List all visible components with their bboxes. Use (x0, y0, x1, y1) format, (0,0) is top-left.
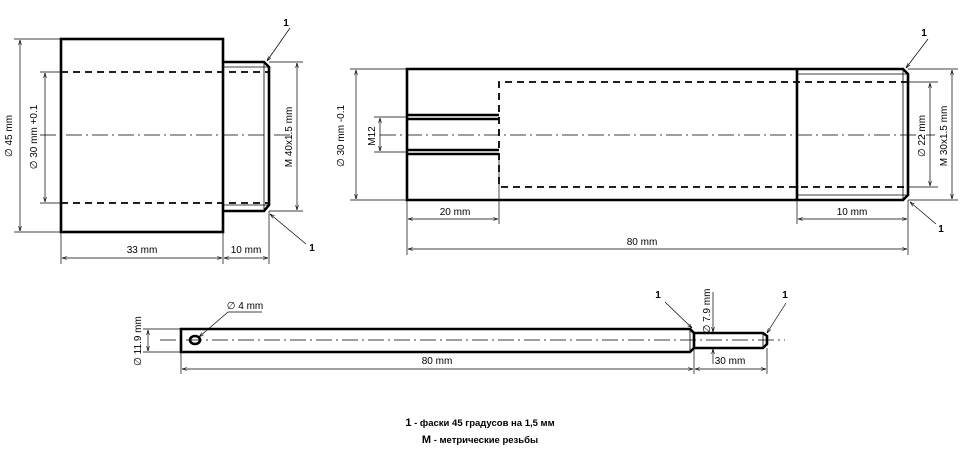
part2-bore (498, 81, 908, 188)
part3-dim-len-tip: 30 mm (715, 356, 746, 367)
legend-chamfer: 1 - фаски 45 градусов на 1,5 мм (0, 417, 960, 429)
part3-dim-dia-body: ∅ 11.9 mm (133, 316, 144, 366)
part3-callout-right: 1 (782, 290, 788, 301)
part2-body (405, 67, 910, 202)
part1-callout-bottom: 1 (309, 243, 315, 254)
part3-dim-len-body: 80 mm (422, 356, 453, 367)
part1-spigot (223, 60, 271, 213)
part3-dim-dia-tip: ∅ 7.9 mm (702, 289, 713, 334)
part1-dim-len-thread: 10 mm (231, 245, 262, 256)
part2-sleeve (350, 38, 958, 255)
part2-dim-dia-inner: ∅ 22 mm (917, 115, 928, 157)
part2-callout-top: 1 (921, 28, 927, 39)
legend-metric-key: М (421, 434, 432, 446)
part3-rod (143, 292, 787, 374)
part3-tip (694, 331, 769, 350)
part1-dim-dia-outer: ∅ 45 mm (4, 115, 15, 157)
part1-nut (14, 27, 307, 264)
part2-dim-m12: M12 (367, 126, 378, 146)
part2-callout-bottom: 1 (938, 224, 944, 235)
part2-dim-len-thread: 10 mm (837, 207, 868, 218)
part2-dim-dia-outer: ∅ 30 mm -0.1 (336, 105, 347, 167)
part1-callout-top: 1 (283, 18, 289, 29)
part3-callout-left: 1 (655, 290, 661, 301)
part2-dim-len-total: 80 mm (627, 237, 658, 248)
legend-metric-text: - метрические резьбы (431, 435, 539, 446)
legend-chamfer-key: 1 (405, 417, 412, 429)
part1-body (59, 37, 225, 234)
part3-dim-hole: ∅ 4 mm (227, 301, 264, 312)
part1-dim-thread: M 40x1.5 mm (284, 107, 295, 168)
part3-body (179, 327, 696, 354)
part2-dim-thread: M 30x1.5 mm (939, 106, 950, 167)
legend-chamfer-text: - фаски 45 градусов на 1,5 мм (411, 418, 555, 429)
part2-dim-len-m12: 20 mm (440, 207, 471, 218)
part1-dim-len-body: 33 mm (127, 245, 158, 256)
part1-dim-dia-bore: ∅ 30 mm +0.1 (29, 104, 40, 169)
legend-metric: М - метрические резьбы (0, 434, 960, 446)
